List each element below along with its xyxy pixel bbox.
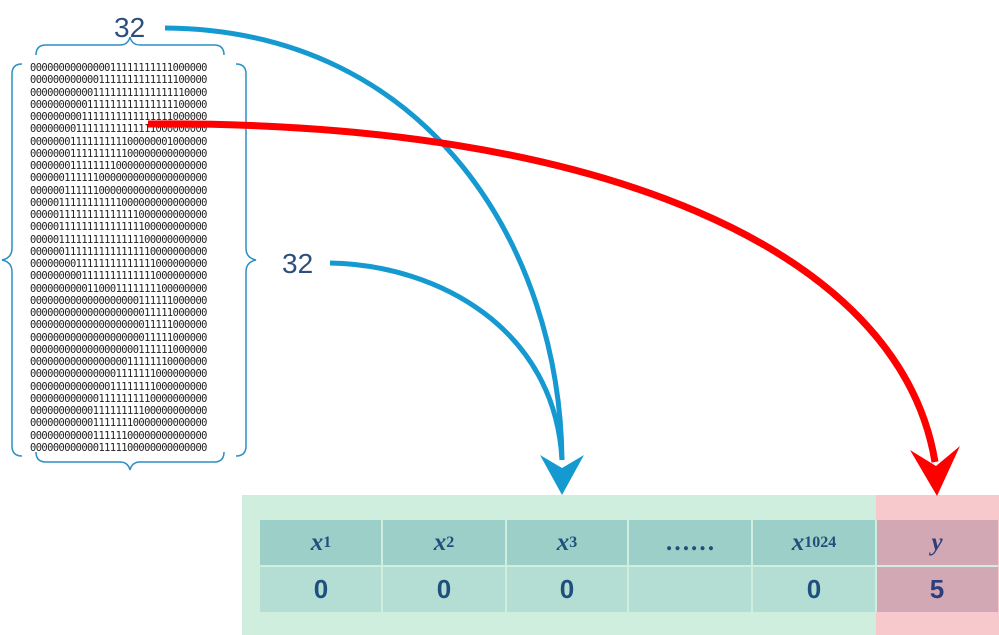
header-ellipsis-text: …… [665,529,715,556]
bit-row: 0000000001111111111111111000000 [30,111,207,123]
bit-row: 0000000000001111111111111100000 [30,74,207,87]
bit-row: 0000001111111111111110000000000 [30,245,207,258]
header-x1-name: x [310,529,324,556]
blue-arrow-side [329,260,565,461]
bit-row: 0000000000000011111111111000000 [30,62,207,74]
bottom-brace [35,451,225,471]
bit-row: 0000000000000011111111000000000 [30,380,207,393]
bit-row: 0000000000001111100000000000000 [30,441,207,454]
header-x1-sub: 1 [323,534,332,551]
bit-row: 0000000001111111111111000000000 [30,270,207,283]
bit-row: 0000000000000000000011111000000 [30,331,207,344]
bit-row: 0000000111111111100000001000000 [30,135,207,148]
header-y-name: y [931,529,943,556]
red-arrow [147,120,939,463]
bit-row: 0000000000011111100000000000000 [30,429,207,442]
value-ellipsis [628,566,752,612]
bit-row: 0000000000011111111100000000000 [30,405,207,417]
bit-row: 0000000000000000000011111000000 [30,319,207,332]
height-label: 32 [282,248,314,279]
header-x1024-name: x [791,529,805,556]
bit-row: 0000001111110000000000000000000 [30,172,207,185]
bit-row: 0000000011111111111111000000000 [30,123,207,136]
bit-row: 0000000000000000000111111000000 [30,294,207,307]
bit-row: 0000001111110000000000000000000 [30,184,207,197]
bit-row: 0000000000011111111111111110000 [30,86,207,99]
bit-row: 0000000000000000000011111000000 [30,307,207,319]
bit-row: 0000011111111111000000000000000 [30,196,207,209]
header-ellipsis: …… [628,520,752,566]
row-divider [260,565,998,567]
header-x3-name: x [556,529,570,556]
bit-row: 0000000000110001111111100000000 [30,282,207,295]
bit-row: 0000000000001111111110000000000 [30,392,207,405]
header-y: y [876,520,998,566]
value-x3: 0 [506,566,628,612]
bit-row: 0000011111111111111000000000000 [30,209,207,221]
bit-row: 0000000000000001111111000000000 [30,368,207,381]
value-y: 5 [876,566,998,612]
header-x1024-sub: 1024 [804,534,837,551]
header-x2-name: x [433,529,447,556]
value-x1024: 0 [752,566,876,612]
bit-row: 0000000000000000000111111000000 [30,343,207,356]
bit-row: 0000000000111111111111111100000 [30,98,207,111]
left-brace [1,63,23,457]
bit-row: 0000011111111111111100000000000 [30,221,207,234]
width-label: 32 [114,12,146,43]
red-arrowhead [910,446,960,496]
blue-arrowhead [540,455,584,495]
bit-row: 0000000111111111100000000000000 [30,147,207,160]
value-x1: 0 [260,566,382,612]
bit-row: 0000000111111110000000000000000 [30,160,207,172]
header-x3-sub: 3 [569,534,578,551]
bit-row: 0000000011111111111111000000000 [30,258,207,270]
header-x2-sub: 2 [446,534,455,551]
bit-row: 0000011111111111111100000000000 [30,233,207,246]
bit-row: 0000000000000000011111110000000 [30,356,207,368]
value-x2: 0 [382,566,506,612]
bit-row: 0000000000011111110000000000000 [30,417,207,430]
